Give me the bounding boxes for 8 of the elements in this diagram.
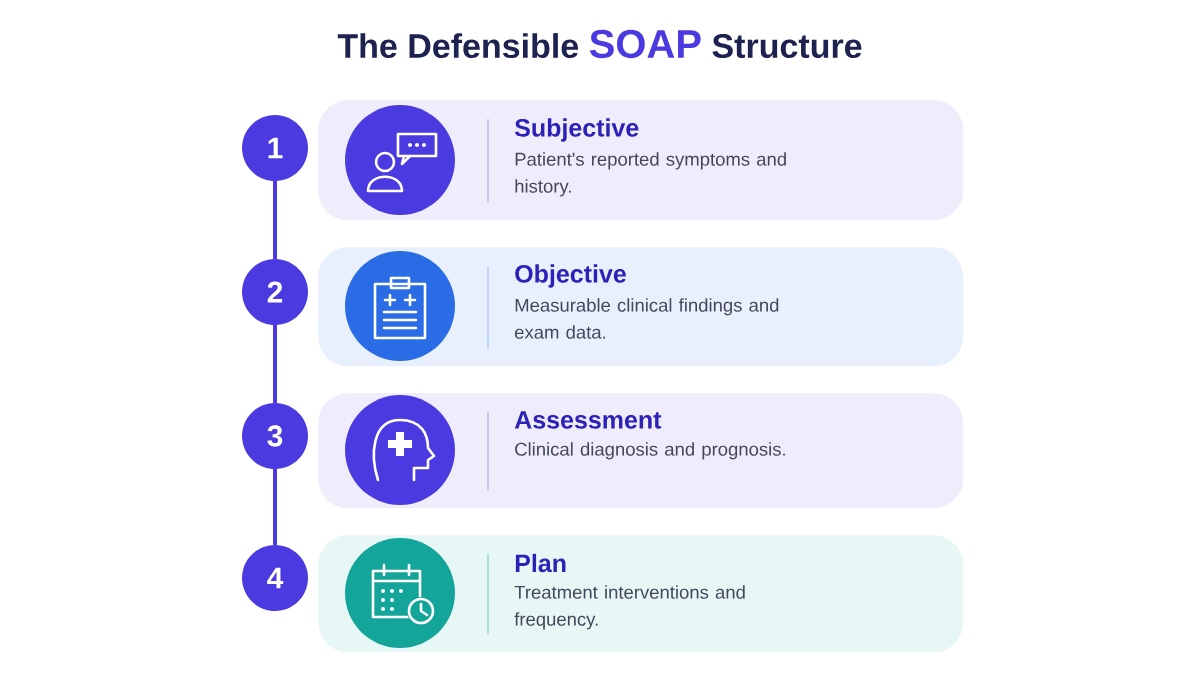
step-number: 4 (242, 545, 308, 611)
title: The Defensible SOAP Structure (337, 29, 862, 59)
step-number: 3 (242, 403, 308, 469)
connector-line (273, 325, 277, 403)
connector-line (273, 181, 277, 259)
step-number: 2 (242, 259, 308, 325)
connector-line (273, 469, 277, 545)
step-number: 1 (242, 115, 308, 181)
